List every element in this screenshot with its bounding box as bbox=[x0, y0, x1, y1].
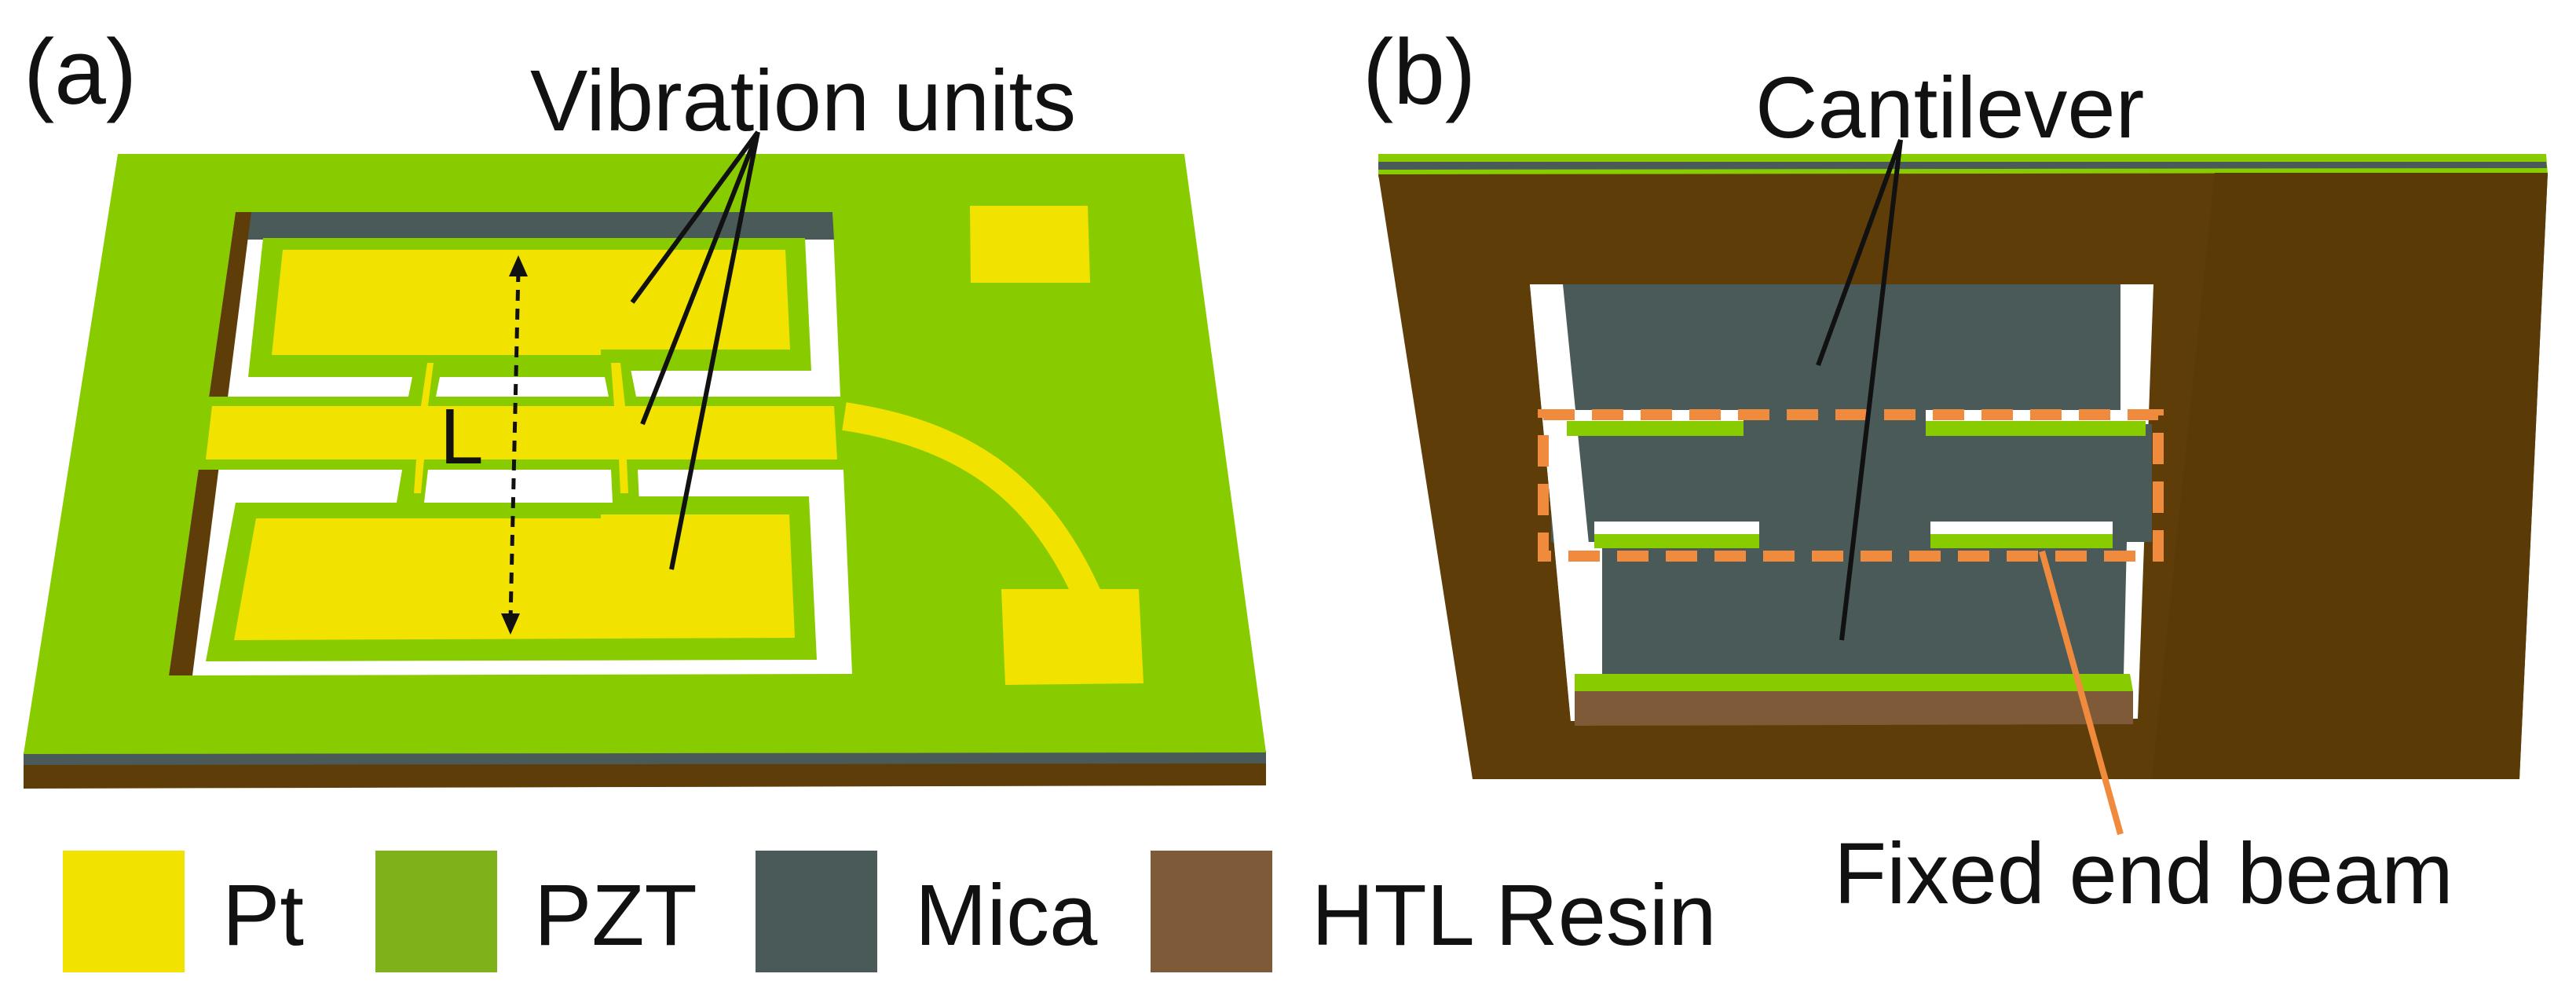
legend-item-mica: Mica bbox=[756, 851, 1098, 972]
resin-right-lighter bbox=[2152, 173, 2548, 779]
legend-item-pt: Pt bbox=[63, 851, 304, 972]
legend: Pt PZT Mica HTL Resin bbox=[63, 851, 1717, 972]
dimension-arrow-head-bottom bbox=[501, 613, 520, 635]
mica-cantilever-lower bbox=[1602, 542, 2127, 677]
beam-step-upper-left bbox=[1567, 420, 1744, 436]
panel-a-tag: (a) bbox=[24, 20, 137, 124]
legend-swatch-pt bbox=[63, 851, 185, 972]
legend-label-pzt: PZT bbox=[534, 867, 697, 964]
legend-label-mica: Mica bbox=[915, 867, 1098, 964]
callout-line-2 bbox=[640, 130, 760, 426]
electrode-trace bbox=[842, 402, 1105, 611]
beam-gap-lower-left bbox=[1594, 522, 1759, 534]
top-contact-pad bbox=[970, 206, 1090, 283]
dimension-label: L bbox=[440, 393, 484, 481]
resin-top-mica bbox=[1378, 162, 2547, 170]
fixed-end-callout-line bbox=[2039, 550, 2124, 836]
window-bottom-ledge bbox=[1575, 674, 2133, 693]
fixed-end-beam-label: Fixed end beam bbox=[1834, 825, 2453, 922]
vibration-units-label: Vibration units bbox=[530, 53, 1076, 149]
beam-gap-lower-right bbox=[1930, 522, 2113, 534]
upper-unit-pt bbox=[272, 250, 790, 355]
beam-step-lower-right bbox=[1930, 533, 2113, 548]
cavity-back-wall bbox=[232, 212, 834, 240]
legend-swatch-pzt bbox=[375, 851, 497, 972]
callout-line-1 bbox=[630, 130, 760, 304]
window-bottom-resin bbox=[1575, 691, 2133, 726]
cantilever-callout-line-2 bbox=[1839, 139, 1903, 641]
panel-a: L (a) Vibration units bbox=[24, 20, 1266, 789]
panel-b-tag: (b) bbox=[1363, 20, 1476, 124]
legend-label-pt: Pt bbox=[222, 867, 304, 964]
legend-swatch-htl-resin bbox=[1151, 851, 1272, 972]
window-left-wall bbox=[1530, 284, 1602, 721]
fixed-beam-highlight-box bbox=[1538, 409, 2164, 562]
legend-item-pzt: PZT bbox=[375, 851, 697, 972]
legend-swatch-mica bbox=[756, 851, 877, 972]
beam-step-upper-right bbox=[1926, 420, 2146, 436]
dimension-arrow-head-top bbox=[509, 255, 528, 276]
mica-beam-middle bbox=[1551, 424, 2152, 542]
legend-item-htl-resin: HTL Resin bbox=[1151, 851, 1717, 972]
substrate-layer-stripe bbox=[24, 751, 1266, 765]
bottom-contact-pad bbox=[1001, 589, 1143, 685]
dimension-arrow-line bbox=[508, 270, 521, 621]
beam-step-lower-left bbox=[1594, 533, 1759, 548]
lower-unit-pt bbox=[234, 514, 795, 640]
legend-label-htl-resin: HTL Resin bbox=[1312, 867, 1717, 964]
mica-cantilever-upper bbox=[1563, 284, 2120, 424]
cantilever-label: Cantilever bbox=[1755, 60, 2144, 156]
callout-line-3 bbox=[669, 131, 760, 570]
panel-b: (b) Cantilever Fixed end beam bbox=[1363, 20, 2548, 922]
cantilever-callout-line-1 bbox=[1816, 138, 1903, 367]
beam-pt bbox=[206, 363, 837, 493]
